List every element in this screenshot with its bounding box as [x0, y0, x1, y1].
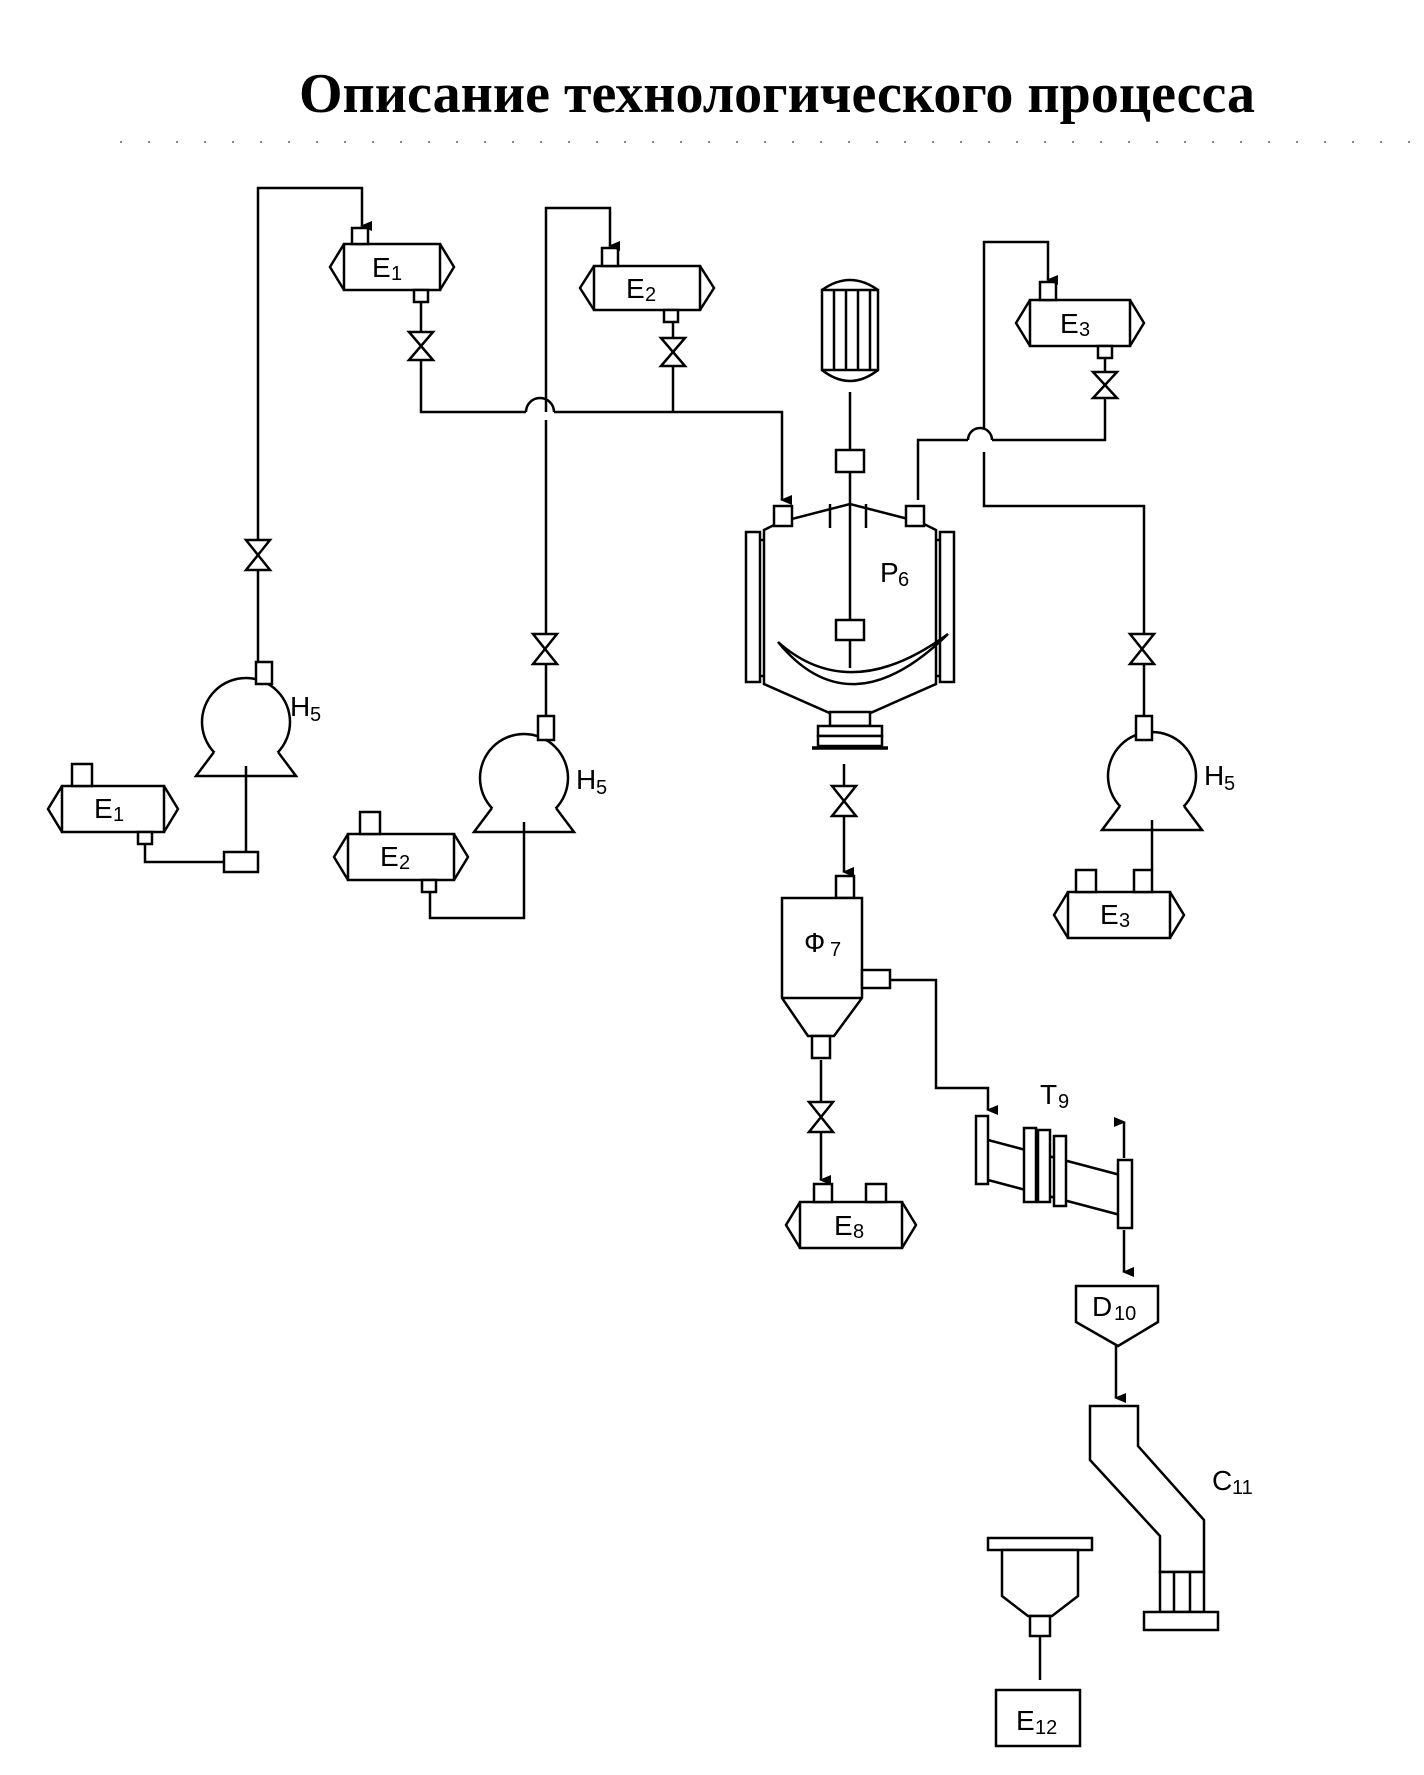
unit-c11: C 11 [1088, 1404, 1253, 1632]
valve-right-pump [1127, 632, 1157, 666]
pump-h5-left: H 5 [193, 660, 321, 778]
tank-e2-bottom-label: E [380, 841, 399, 872]
tank-e12: E 12 [994, 1688, 1082, 1748]
tank-e1-bottom-sub: 1 [113, 804, 124, 826]
pump-h5-right-label: H [1204, 760, 1224, 791]
tank-e3-bottom: E 3 [1052, 868, 1186, 940]
valve-left-pump [243, 538, 273, 572]
tank-e12-label: E [1016, 1705, 1035, 1736]
dryer-d10-sub: 10 [1114, 1303, 1136, 1325]
heat-exchanger-t9: T 9 [974, 1079, 1134, 1230]
unit-c11-label: C [1212, 1465, 1232, 1496]
unit-c11-sub: 11 [1232, 1477, 1253, 1499]
pump-h5-right-sub: 5 [1224, 773, 1235, 795]
tank-e1-top-sub: 1 [391, 263, 402, 285]
tank-e1-top: E 1 [328, 226, 456, 304]
filter-f7-sub: 7 [830, 939, 841, 961]
dryer-d10: D 10 [1074, 1284, 1160, 1348]
valve-e1-top [406, 330, 436, 362]
tank-e2-bottom-sub: 2 [399, 852, 410, 874]
tank-e3-top-label: E [1060, 308, 1079, 339]
tank-e8: E 8 [784, 1182, 918, 1250]
reactor-p6-sub: 6 [898, 569, 909, 591]
heat-exchanger-t9-label: T [1040, 1079, 1057, 1110]
tank-e2-top-sub: 2 [645, 284, 656, 306]
valve-reactor-outlet [829, 784, 859, 818]
tank-e3-bottom-sub: 3 [1119, 910, 1130, 932]
tank-e2-bottom: E 2 [332, 810, 470, 894]
filter-f7: Ф 7 [780, 874, 892, 1060]
tank-e1-bottom: E 1 [46, 762, 180, 846]
pipelines [143, 186, 1154, 1680]
pump-h5-middle-label: H [576, 764, 596, 795]
pump-h5-right: H 5 [1099, 714, 1235, 832]
reactor-p6: P 6 [744, 278, 956, 750]
valve-e2-top [658, 336, 688, 368]
valve-middle-pump [530, 632, 560, 666]
tank-e8-label: E [834, 1210, 853, 1241]
hopper-e12 [986, 1536, 1094, 1638]
dryer-d10-label: D [1092, 1291, 1112, 1322]
pump-h5-middle: H 5 [471, 714, 607, 834]
pump-h5-middle-sub: 5 [596, 777, 607, 799]
tank-e1-top-label: E [372, 252, 391, 283]
tank-e1-bottom-label: E [94, 793, 113, 824]
tank-e3-bottom-label: E [1100, 899, 1119, 930]
filter-f7-label: Ф [804, 927, 825, 958]
tank-e8-sub: 8 [853, 1221, 864, 1243]
tank-e12-sub: 12 [1035, 1717, 1057, 1739]
tank-e2-top-label: E [626, 273, 645, 304]
valve-filter-outlet [806, 1100, 836, 1134]
pump-h5-left-label: H [290, 691, 310, 722]
pump-h5-left-sub: 5 [310, 704, 321, 726]
tank-e3-top-sub: 3 [1079, 319, 1090, 341]
valve-e3-top [1090, 370, 1120, 400]
heat-exchanger-t9-sub: 9 [1058, 1091, 1069, 1113]
tank-e3-top: E 3 [1014, 280, 1146, 360]
reactor-p6-label: P [880, 557, 899, 588]
tank-e2-top: E 2 [578, 246, 716, 324]
page-title: Описание технологического процесса [298, 63, 1256, 125]
